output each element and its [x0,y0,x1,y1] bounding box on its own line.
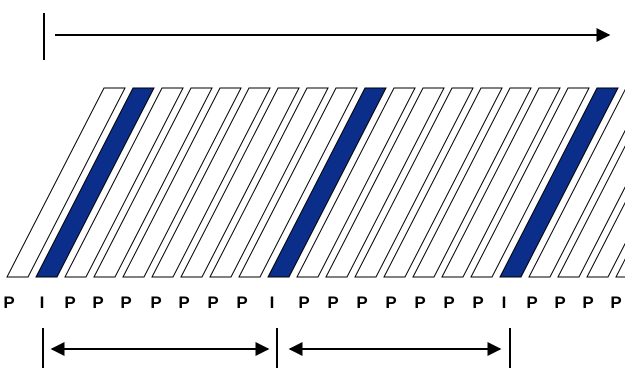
frame-type-label: P [64,293,75,312]
p-frame [354,87,474,278]
frame-type-label: P [3,293,14,312]
p-frame [151,87,271,278]
frame-type-label: I [270,293,275,312]
frame-type-label: P [327,293,338,312]
frame-sequence [6,87,625,278]
frame-type-label: P [92,293,103,312]
gop-bracket-1 [42,328,278,368]
frame-type-label: P [298,293,309,312]
p-frame [412,87,532,278]
p-frame [93,87,213,278]
frame-type-label: P [178,293,189,312]
p-frame [64,87,184,278]
frame-type-label: P [582,293,593,312]
frame-type-label: P [610,293,621,312]
frame-type-label: I [40,293,45,312]
gop-bracket-2 [288,328,511,368]
frame-type-label: P [207,293,218,312]
time-axis-arrow [43,13,611,60]
i-frame [35,87,155,278]
frame-type-label: P [236,293,247,312]
p-frame [6,87,126,278]
i-frame [267,87,387,278]
frame-type-label: P [150,293,161,312]
p-frame [383,87,503,278]
frame-type-label: P [385,293,396,312]
p-frame [296,87,416,278]
frame-type-label: P [414,293,425,312]
frame-type-label: P [554,293,565,312]
frame-type-label: I [502,293,507,312]
i-frame [499,87,619,278]
p-frame [122,87,242,278]
p-frame [528,88,625,278]
p-frame [238,87,358,278]
p-frame [441,87,561,278]
frame-type-label: P [120,293,131,312]
frame-type-label: P [443,293,454,312]
p-frame [209,87,329,278]
frame-type-label: P [526,293,537,312]
p-frame [586,201,625,278]
p-frame [470,87,590,278]
p-frame [180,87,300,278]
p-frame [615,258,625,278]
frame-type-label: P [356,293,367,312]
p-frame [557,145,625,278]
p-frame [325,87,445,278]
frame-type-label: P [472,293,483,312]
